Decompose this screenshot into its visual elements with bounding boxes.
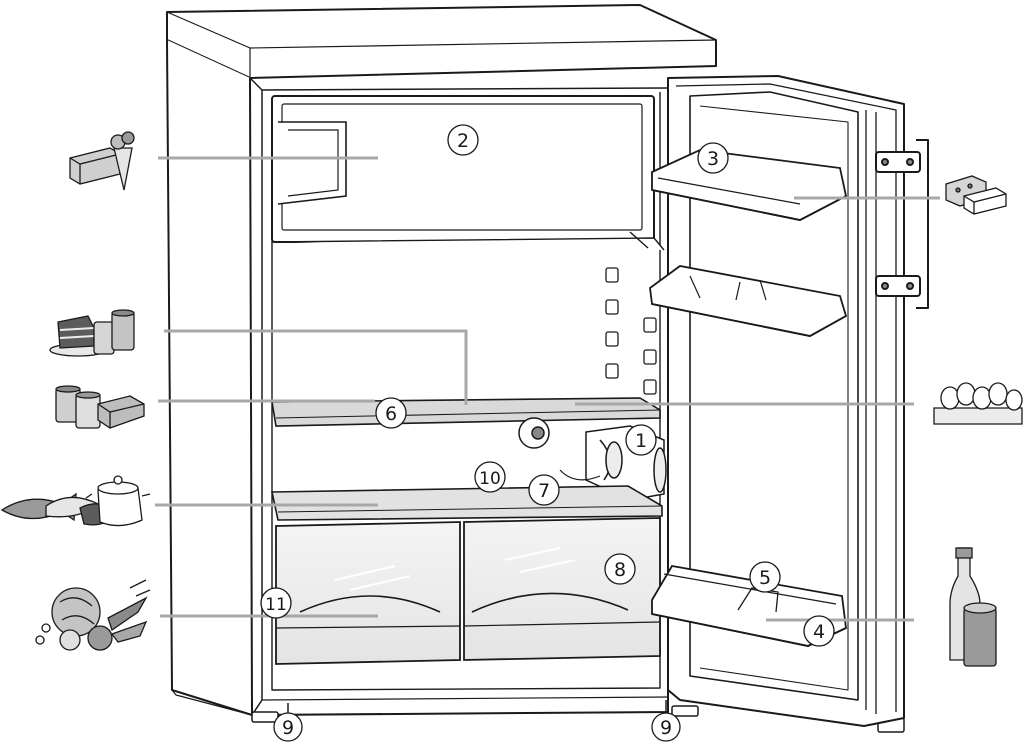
callout-11: 11 xyxy=(260,587,292,619)
leader-lines xyxy=(155,156,940,622)
callout-10: 10 xyxy=(474,461,506,493)
callout-4-label: 4 xyxy=(813,621,825,643)
callout-9-left-label: 9 xyxy=(282,717,294,739)
callout-8-label: 8 xyxy=(614,559,626,581)
callout-5: 5 xyxy=(749,561,781,593)
callout-8: 8 xyxy=(604,553,636,585)
door-handle xyxy=(916,139,929,309)
frozen-food-ice-cream-icon xyxy=(69,131,135,191)
callout-11-label: 11 xyxy=(265,595,287,615)
glass-shelf-lower xyxy=(271,485,663,521)
glass-shelf-upper xyxy=(271,397,661,427)
door-shelf-middle xyxy=(649,265,848,337)
dairy-cups-and-butter-icon xyxy=(55,385,145,429)
eggs-icon xyxy=(933,382,1023,425)
foot-markers xyxy=(287,700,667,713)
callout-7: 7 xyxy=(528,474,560,506)
bottle-and-can-icon xyxy=(949,547,997,667)
callout-6-label: 6 xyxy=(385,403,397,425)
callout-2: 2 xyxy=(447,124,479,156)
shelf-supports xyxy=(605,267,657,395)
cake-and-jars-icon xyxy=(49,309,135,357)
callout-1: 1 xyxy=(625,424,657,456)
callout-6: 6 xyxy=(375,397,407,429)
callouts: 2 3 6 1 10 7 8 5 xyxy=(260,124,835,742)
callout-9-left: 9 xyxy=(273,712,303,742)
callout-3: 3 xyxy=(697,142,729,174)
door-shelf-bottom xyxy=(651,565,847,647)
hinge-upper xyxy=(875,151,921,173)
side-panel xyxy=(166,39,253,716)
plinth xyxy=(251,690,669,716)
door-shelf-upper xyxy=(651,149,848,221)
feet xyxy=(251,705,905,733)
callout-2-label: 2 xyxy=(457,130,469,152)
vegetable-crispers xyxy=(275,517,661,665)
callout-5-label: 5 xyxy=(759,567,771,589)
freezer-compartment xyxy=(271,95,665,251)
door xyxy=(667,75,929,727)
callout-9-right: 9 xyxy=(651,712,681,742)
cabinet xyxy=(166,4,717,716)
callout-4: 4 xyxy=(803,615,835,647)
vegetables-and-fruit-icon xyxy=(35,579,151,651)
hinge-lower xyxy=(875,275,921,297)
crisper-right xyxy=(463,517,661,661)
callout-7-label: 7 xyxy=(538,480,550,502)
callout-1-label: 1 xyxy=(635,430,647,452)
callout-10-label: 10 xyxy=(479,469,501,489)
callout-3-label: 3 xyxy=(707,148,719,170)
crisper-left xyxy=(275,521,461,665)
cheese-and-butter-icon xyxy=(945,175,1007,215)
callout-9-right-label: 9 xyxy=(660,717,672,739)
fish-meat-and-pot-icon xyxy=(0,475,151,527)
